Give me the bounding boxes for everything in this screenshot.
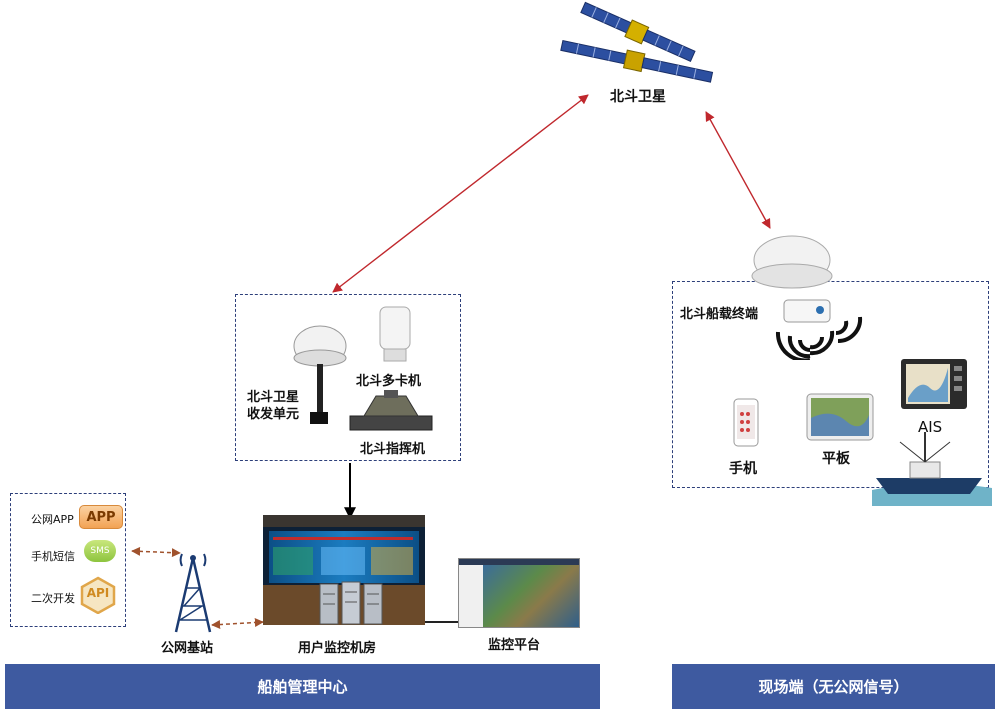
ais-device-icon (901, 359, 967, 409)
field-side-bar: 现场端（无公网信号） (672, 664, 995, 709)
multicard-icon (379, 306, 411, 362)
terminal-device-icon (783, 299, 831, 323)
satellite-label: 北斗卫星 (610, 89, 666, 105)
transceiver-antenna-icon (293, 325, 347, 424)
ais-label: AIS (918, 418, 943, 436)
api-badge-text: API (86, 586, 110, 600)
fishing-boat-icon (872, 432, 992, 506)
tablet-icon (806, 393, 874, 441)
field-equipment-box (672, 281, 989, 488)
control-room-label: 用户监控机房 (298, 641, 377, 656)
transceiver-label-1: 北斗卫星 (247, 390, 300, 405)
multicard-label: 北斗多卡机 (356, 374, 422, 389)
terminal-antenna-icon (751, 235, 833, 289)
dev-label: 二次开发 (31, 592, 75, 605)
monitor-platform-label: 监控平台 (488, 638, 541, 653)
app-badge: APP (79, 505, 123, 529)
terminal-label: 北斗船载终端 (680, 307, 759, 322)
satellite-center-link (332, 94, 589, 293)
signal-waves-left-icon (775, 331, 811, 360)
command-unit-icon (349, 390, 433, 431)
control-room-image (263, 515, 425, 625)
signal-waves-right-icon (809, 316, 863, 356)
transceiver-label-2: 收发单元 (247, 407, 300, 422)
server-rack-icon (319, 581, 383, 625)
app-label: 公网APP (31, 513, 74, 526)
tablet-label: 平板 (822, 451, 850, 467)
command-unit-label: 北斗指挥机 (360, 442, 426, 457)
api-hex-icon (80, 576, 116, 614)
sms-badge: SMS (84, 540, 116, 562)
satellite-field-link (705, 111, 771, 229)
phone-icon (733, 398, 759, 447)
cell-tower-icon (174, 553, 212, 633)
api-tower-link (131, 546, 181, 558)
public-service-box (10, 493, 126, 627)
center-equipment-box (235, 294, 461, 461)
tower-room-link (211, 617, 264, 630)
base-station-label: 公网基站 (161, 641, 214, 656)
monitor-platform-screen (458, 558, 580, 628)
sms-label: 手机短信 (31, 550, 75, 563)
satellite-icon (560, 1, 714, 83)
management-center-bar: 船舶管理中心 (5, 664, 600, 709)
phone-label: 手机 (729, 461, 757, 477)
